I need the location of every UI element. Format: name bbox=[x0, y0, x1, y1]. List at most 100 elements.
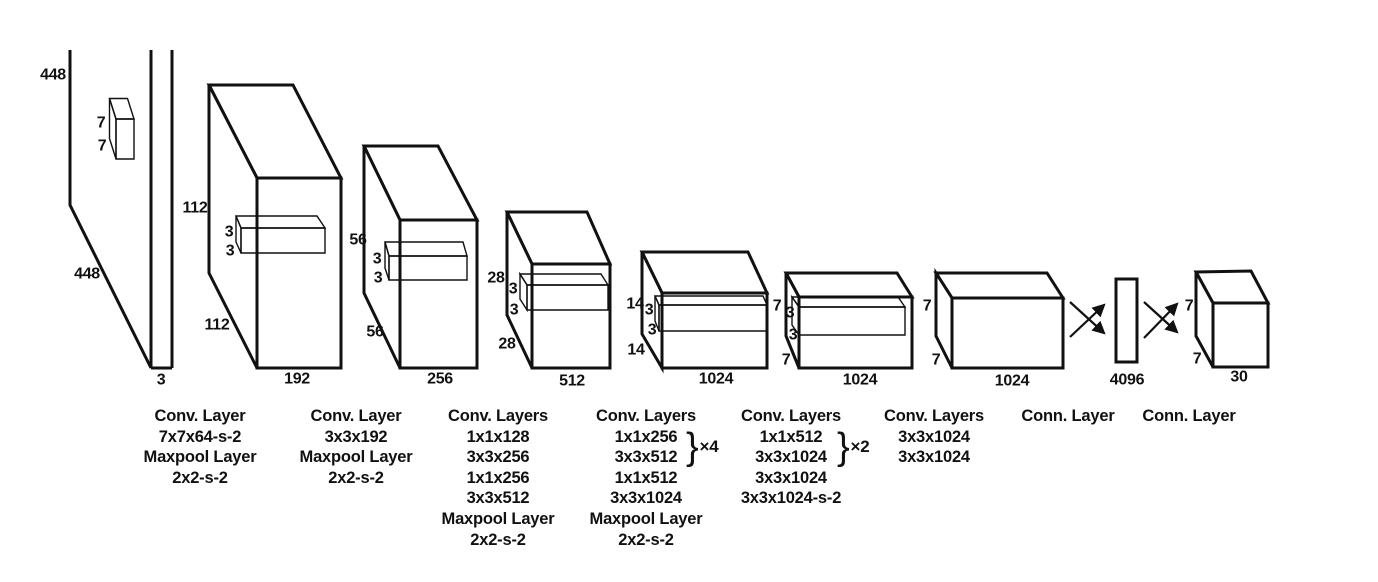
fc-units-label: 4096 bbox=[1110, 372, 1145, 389]
layer-label-6: Conv. Layers 3x3x1024 3x3x1024 bbox=[884, 406, 984, 468]
layer-label-line: Maxpool Layer bbox=[589, 509, 703, 528]
conv-kernel-5 bbox=[790, 294, 907, 338]
box2-width-label: 56 bbox=[366, 324, 384, 341]
input-kernel-w-label: 7 bbox=[98, 138, 107, 155]
layer-label-line: 2x2-s-2 bbox=[470, 530, 526, 549]
layer-label-line: Conn. Layer bbox=[1021, 407, 1115, 425]
output-box bbox=[1193, 269, 1271, 369]
layer-label-line: Maxpool Layer bbox=[299, 448, 413, 467]
layer-label-line: 2x2-s-2 bbox=[618, 530, 674, 549]
input-kernel-h-label: 7 bbox=[97, 115, 106, 132]
box2-depth-label: 256 bbox=[427, 371, 453, 388]
conv-kernel-1 bbox=[234, 215, 327, 254]
layer-label-line: Conv. Layers bbox=[884, 407, 984, 425]
box5-kernel-w-label: 3 bbox=[789, 327, 798, 344]
box3-width-label: 28 bbox=[498, 336, 516, 353]
layer-label-8: Conn. Layer bbox=[1142, 406, 1235, 427]
conv-box-2 bbox=[361, 144, 480, 370]
box2-height-label: 56 bbox=[349, 232, 367, 249]
layer-label-line: 2x2-s-2 bbox=[328, 468, 384, 487]
input-conv-kernel bbox=[108, 97, 135, 160]
box3-kernel-h-label: 3 bbox=[509, 281, 518, 298]
conv-box-1 bbox=[206, 83, 344, 370]
brace-glyph: } bbox=[686, 426, 699, 469]
layer-label-line: Conv. Layers bbox=[740, 407, 841, 425]
layer-label-3: Conv. Layers 1x1x128 3x3x256 1x1x256 3x3… bbox=[442, 406, 555, 550]
layer-label-line: 1x1x256 bbox=[614, 427, 678, 446]
layer-label-line: 2x2-s-2 bbox=[172, 468, 228, 487]
input-height-label: 448 bbox=[40, 67, 66, 84]
output-height-label: 7 bbox=[1185, 298, 1194, 315]
fc-arrows-2 bbox=[1143, 301, 1179, 339]
repeat-count: ×4 bbox=[699, 436, 719, 456]
layer-label-7: Conn. Layer bbox=[1021, 406, 1114, 427]
box4-depth-label: 1024 bbox=[699, 371, 734, 388]
box4-kernel-h-label: 3 bbox=[645, 302, 654, 319]
brace-glyph: } bbox=[836, 426, 850, 469]
layer-label-4: Conv. Layers 1x1x256 3x3x512 } ×4 1x1x51… bbox=[589, 406, 719, 550]
box3-kernel-w-label: 3 bbox=[510, 302, 519, 319]
box1-depth-label: 192 bbox=[284, 371, 310, 388]
layer-label-line: Conv. Layer bbox=[154, 407, 246, 425]
layer-label-line: 1x1x128 bbox=[466, 427, 530, 446]
dimension-labels: 448 448 3 7 7 112 112 192 3 3 56 56 256 … bbox=[40, 67, 1248, 390]
layer-label-line: 3x3x1024 bbox=[755, 468, 827, 487]
conv-box-3 bbox=[504, 210, 613, 370]
box2-kernel-h-label: 3 bbox=[373, 251, 382, 268]
repeated-block: 1x1x512 3x3x1024 } ×2 bbox=[741, 427, 870, 468]
input-image bbox=[68, 50, 174, 370]
box5-width-label: 7 bbox=[782, 352, 791, 369]
layer-label-2: Conv. Layer 3x3x192 Maxpool Layer 2x2-s-… bbox=[300, 406, 413, 488]
layer-label-line: 1x1x512 bbox=[614, 468, 678, 487]
repeat-count: ×2 bbox=[850, 436, 870, 456]
conv-kernel-4 bbox=[653, 295, 769, 332]
box6-height-label: 7 bbox=[923, 298, 932, 315]
layer-label-line: 3x3x1024-s-2 bbox=[740, 489, 842, 508]
conv-box-5 bbox=[783, 271, 915, 370]
box1-height-label: 112 bbox=[183, 200, 208, 217]
repeated-block: 1x1x256 3x3x512 } ×4 bbox=[590, 427, 719, 468]
box3-height-label: 28 bbox=[487, 270, 505, 287]
conv-box-4 bbox=[639, 250, 770, 374]
box2-kernel-w-label: 3 bbox=[374, 270, 383, 287]
repeat-annotation: } ×4 bbox=[686, 426, 719, 469]
output-depth-label: 30 bbox=[1230, 369, 1248, 386]
input-width-label: 448 bbox=[74, 266, 100, 283]
layer-label-line: 3x3x256 bbox=[466, 448, 530, 467]
layer-label-line: Maxpool Layer bbox=[143, 448, 257, 467]
layer-label-line: 3x3x1024 bbox=[610, 489, 682, 508]
box4-kernel-w-label: 3 bbox=[648, 322, 657, 339]
layer-label-line: 1x1x256 bbox=[466, 468, 530, 487]
repeat-annotation: } ×2 bbox=[836, 426, 870, 469]
box1-kernel-h-label: 3 bbox=[225, 224, 234, 241]
layer-label-line: Conv. Layers bbox=[596, 407, 696, 425]
box6-width-label: 7 bbox=[932, 352, 941, 369]
layer-label-line: 3x3x192 bbox=[324, 427, 388, 446]
box5-kernel-h-label: 3 bbox=[786, 305, 795, 322]
conv-box-6 bbox=[933, 267, 1066, 370]
output-width-label: 7 bbox=[1193, 351, 1202, 368]
layer-label-line: 3x3x1024 bbox=[898, 427, 970, 446]
conv-kernel-3 bbox=[518, 271, 610, 313]
input-depth-label: 3 bbox=[157, 372, 166, 389]
fc-arrows-1 bbox=[1069, 301, 1106, 338]
layer-label-line: Maxpool Layer bbox=[441, 509, 555, 528]
layer-label-line: 3x3x1024 bbox=[755, 448, 827, 467]
layer-label-line: 7x7x64-s-2 bbox=[158, 427, 242, 446]
layer-label-line: Conn. Layer bbox=[1142, 407, 1236, 425]
box1-width-label: 112 bbox=[205, 317, 230, 334]
layer-label-line: 3x3x1024 bbox=[898, 448, 970, 467]
box5-depth-label: 1024 bbox=[843, 372, 878, 389]
box4-width-label: 14 bbox=[627, 342, 645, 359]
box6-depth-label: 1024 bbox=[995, 373, 1030, 390]
conv-kernel-2 bbox=[384, 241, 468, 281]
box3-depth-label: 512 bbox=[559, 373, 585, 390]
fc-vector bbox=[1114, 277, 1139, 364]
layer-label-line: 3x3x512 bbox=[466, 489, 530, 508]
box4-height-label: 14 bbox=[626, 296, 644, 313]
box5-height-label: 7 bbox=[773, 298, 782, 315]
layer-label-1: Conv. Layer 7x7x64-s-2 Maxpool Layer 2x2… bbox=[144, 406, 257, 488]
layer-label-5: Conv. Layers 1x1x512 3x3x1024 } ×2 3x3x1… bbox=[740, 406, 870, 509]
